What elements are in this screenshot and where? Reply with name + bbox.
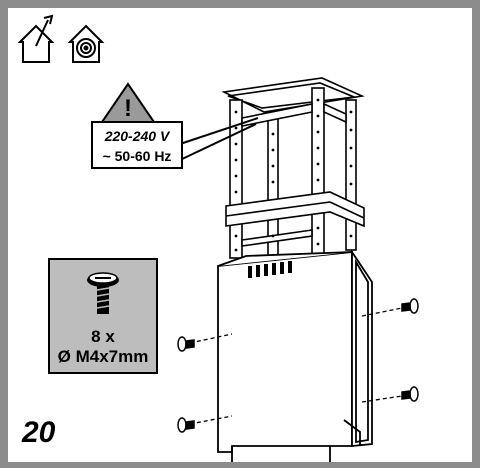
screw-spec-panel: 8 x Ø M4x7mm [48, 258, 158, 374]
post-holes [234, 98, 353, 252]
warning-frequency: ~ 50-60 Hz [103, 148, 172, 164]
screw-count: 8 x [91, 327, 115, 346]
screw-right-bottom [401, 386, 419, 402]
screw-right-top [401, 298, 419, 314]
warning-callout: ! 220-240 V ~ 50-60 Hz [91, 82, 259, 169]
chimney-frame [221, 77, 365, 261]
cover-vents [248, 261, 292, 278]
warning-box [91, 121, 183, 169]
house-recirculation-icon [67, 24, 105, 63]
screw-guides [189, 307, 403, 425]
house-exhaust-icon [17, 14, 55, 63]
screw-icon [87, 272, 119, 314]
warning-voltage: 220-240 V [104, 128, 171, 144]
warning-exclamation: ! [124, 95, 132, 122]
screw-size: Ø M4x7mm [57, 347, 149, 366]
chimney-cover [217, 249, 373, 462]
screw-left-top [177, 336, 195, 352]
screw-left-bottom [177, 417, 195, 433]
step-number: 20 [22, 416, 56, 449]
